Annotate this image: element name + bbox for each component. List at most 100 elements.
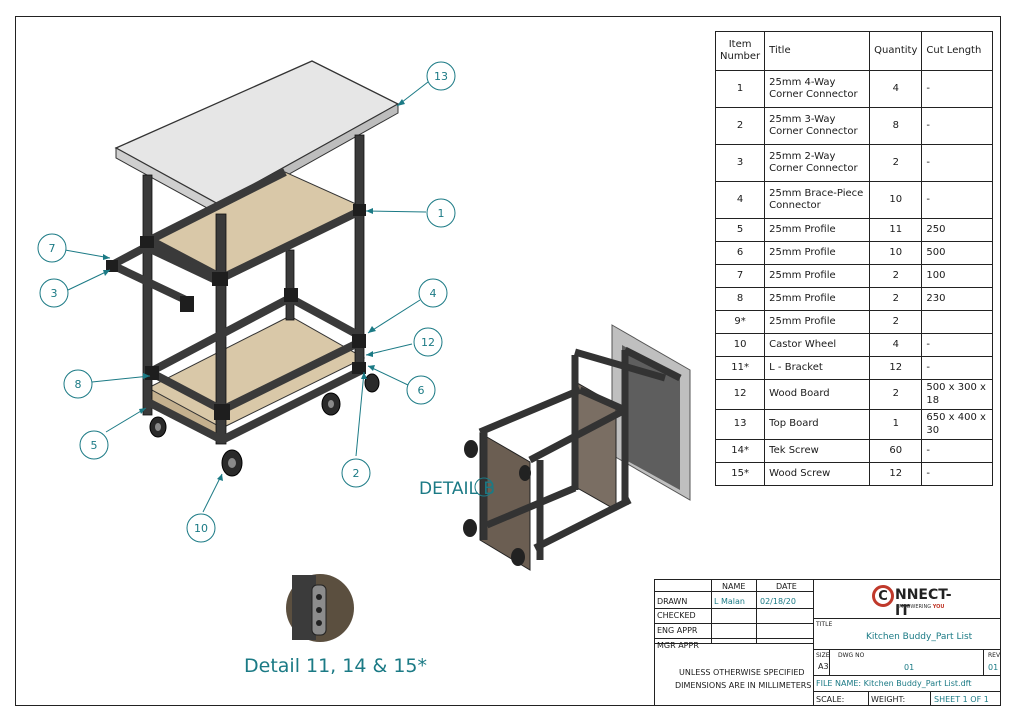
cell-quantity: 60 xyxy=(869,439,923,463)
cell-cut-length: 250 xyxy=(921,218,993,242)
cell-cut-length: - xyxy=(921,333,993,357)
cell-title: 25mm Profile xyxy=(764,218,871,242)
balloon-13: 13 xyxy=(434,70,448,83)
cell-title: Castor Wheel xyxy=(764,333,871,357)
cell-cut-length: - xyxy=(921,107,993,145)
tb-title-label: TITLE xyxy=(816,621,833,628)
tb-rev-label: REV xyxy=(988,652,1001,659)
tb-mgr-label: MGR APPR xyxy=(657,641,699,650)
parts-table-header-row: Item Number Title Quantity Cut Length xyxy=(714,31,993,71)
leader-lines xyxy=(64,81,429,513)
detail-b-callout xyxy=(474,477,494,497)
cell-quantity: 11 xyxy=(869,218,923,242)
tb-weight-label: WEIGHT: xyxy=(871,695,906,704)
cell-cut-length: 650 x 400 x 30 xyxy=(921,409,993,440)
detail-inset-image xyxy=(286,574,354,642)
cell-item-number: 7 xyxy=(714,264,766,288)
detail-b-label: DETAIL B xyxy=(419,479,496,499)
cell-cut-length: - xyxy=(921,181,993,219)
tb-scale-label: SCALE: xyxy=(816,695,845,704)
cell-title: L - Bracket xyxy=(764,356,871,380)
balloon-group: 13 1 7 3 4 12 8 6 5 2 10 xyxy=(37,61,456,543)
tb-rev-value: 01 xyxy=(988,663,999,672)
cell-item-number: 5 xyxy=(714,218,766,242)
cell-cut-length: 230 xyxy=(921,287,993,311)
cell-cut-length: - xyxy=(921,439,993,463)
cell-cut-length: 500 x 300 x 18 xyxy=(921,379,993,410)
tb-size-label: SIZE xyxy=(816,652,830,659)
logo-text: NNECT-IT xyxy=(895,587,952,619)
tb-title-value: Kitchen Buddy_Part List xyxy=(866,632,973,642)
cell-quantity: 2 xyxy=(869,264,923,288)
cell-title: 25mm Profile xyxy=(764,310,871,334)
logo-c-icon: C xyxy=(872,585,894,607)
cell-quantity: 4 xyxy=(869,70,923,108)
tb-dwg-value: 01 xyxy=(904,663,915,672)
header-title: Title xyxy=(764,31,871,71)
balloon-8: 8 xyxy=(75,378,82,391)
header-cut-length: Cut Length xyxy=(921,31,993,71)
balloon-6: 6 xyxy=(418,384,425,397)
cell-item-number: 15* xyxy=(714,462,766,486)
tb-drawn-name: L Malan xyxy=(714,597,745,606)
cell-title: Top Board xyxy=(764,409,871,440)
cell-item-number: 12 xyxy=(714,379,766,410)
cell-item-number: 14* xyxy=(714,439,766,463)
cell-item-number: 1 xyxy=(714,70,766,108)
cell-quantity: 2 xyxy=(869,287,923,311)
cell-title: 25mm 2-Way Corner Connector xyxy=(764,144,871,182)
tb-note-line1: UNLESS OTHERWISE SPECIFIED xyxy=(679,668,805,677)
cell-title: 25mm 4-Way Corner Connector xyxy=(764,70,871,108)
balloon-12: 12 xyxy=(421,336,435,349)
cell-cut-length: - xyxy=(921,144,993,182)
cell-cut-length: - xyxy=(921,462,993,486)
cell-quantity: 1 xyxy=(869,409,923,440)
balloon-2: 2 xyxy=(353,467,360,480)
cell-title: Tek Screw xyxy=(764,439,871,463)
cell-item-number: 11* xyxy=(714,356,766,380)
cell-item-number: 13 xyxy=(714,409,766,440)
header-quantity: Quantity xyxy=(869,31,923,71)
cell-title: 25mm Profile xyxy=(764,241,871,265)
cell-cut-length xyxy=(921,310,993,334)
cell-quantity: 4 xyxy=(869,333,923,357)
cell-title: Wood Board xyxy=(764,379,871,410)
cell-quantity: 10 xyxy=(869,241,923,265)
cell-item-number: 3 xyxy=(714,144,766,182)
tb-drawn-label: DRAWN xyxy=(657,597,688,606)
drawing-sheet-border xyxy=(15,16,1001,706)
balloon-4: 4 xyxy=(430,287,437,300)
cell-cut-length: - xyxy=(921,356,993,380)
tb-name-header: NAME xyxy=(722,582,746,591)
tb-checked-label: CHECKED xyxy=(657,611,696,620)
tb-note-line2: DIMENSIONS ARE IN MILLIMETERS xyxy=(675,681,812,690)
balloon-3: 3 xyxy=(51,287,58,300)
tb-dwg-label: DWG NO xyxy=(838,652,865,659)
cell-quantity: 2 xyxy=(869,379,923,410)
balloon-7: 7 xyxy=(49,242,56,255)
trolley-side-view xyxy=(463,324,691,571)
cell-cut-length: 500 xyxy=(921,241,993,265)
cell-item-number: 4 xyxy=(714,181,766,219)
tb-eng-label: ENG APPR xyxy=(657,626,698,635)
cell-item-number: 8 xyxy=(714,287,766,311)
cell-quantity: 2 xyxy=(869,144,923,182)
balloon-10: 10 xyxy=(194,522,208,535)
cell-quantity: 2 xyxy=(869,310,923,334)
trolley-isometric-view xyxy=(106,60,400,477)
leader-arrowheads xyxy=(103,99,405,481)
